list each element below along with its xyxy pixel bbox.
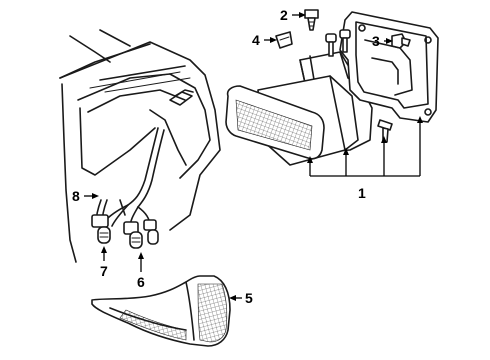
clip-icon <box>275 31 293 49</box>
wiring-harness <box>95 127 165 229</box>
svg-text:5: 5 <box>245 290 253 306</box>
svg-text:3: 3 <box>372 33 380 49</box>
park-turn-lamp <box>91 275 231 347</box>
callout-4: 4 <box>252 32 277 48</box>
svg-text:7: 7 <box>100 263 108 279</box>
callout-6: 6 <box>137 252 145 290</box>
callout-8: 8 <box>72 188 99 204</box>
callout-3: 3 <box>372 33 393 49</box>
svg-text:4: 4 <box>252 32 260 48</box>
callout-7: 7 <box>100 246 108 279</box>
svg-text:2: 2 <box>280 7 288 23</box>
mounting-bracket <box>339 11 439 123</box>
side-marker-socket <box>91 214 111 244</box>
callout-5: 5 <box>229 290 253 306</box>
vehicle-front-body <box>59 29 221 263</box>
callout-2: 2 <box>280 7 306 23</box>
svg-text:6: 6 <box>137 274 145 290</box>
callout-1: 1 <box>307 116 423 201</box>
svg-text:1: 1 <box>358 185 366 201</box>
screw-icon <box>304 9 319 31</box>
headlamp-lens <box>225 85 325 160</box>
svg-text:8: 8 <box>72 188 80 204</box>
nut-icon <box>391 33 411 49</box>
adjuster-screws <box>325 29 351 57</box>
park-lamp-socket <box>123 219 159 249</box>
